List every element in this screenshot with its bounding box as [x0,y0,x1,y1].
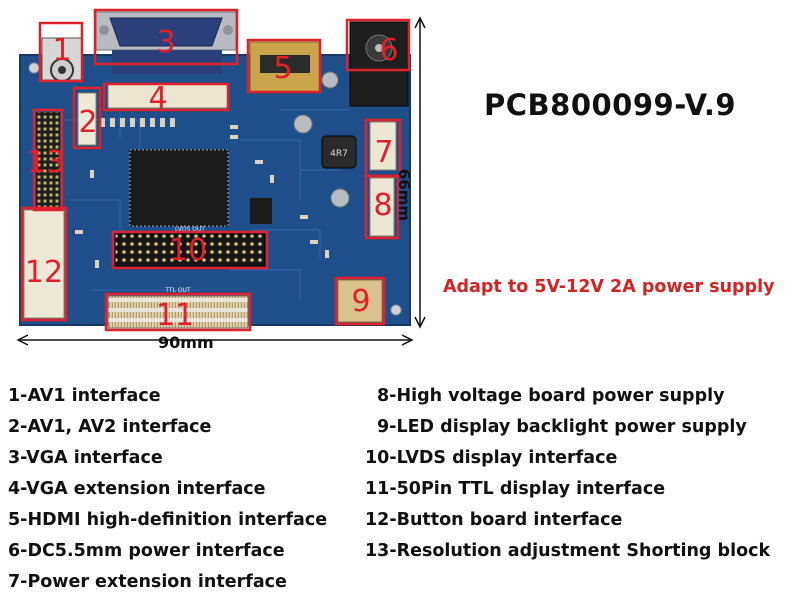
av-header [77,92,97,146]
capacitors [293,71,350,208]
callout-box-9 [334,276,386,326]
pcb-board: 4R7 LVDS OUT TTL OUT [16,8,426,346]
callout-box-4 [102,82,230,112]
legend-item-8: 8-High voltage board power supply [377,386,725,406]
lvds-silkscreen: LVDS OUT [175,226,205,233]
regulator-chip [250,198,272,224]
legend-item-3: 3-VGA interface [8,448,163,468]
legend-item-5: 5-HDMI high-definition interface [8,510,328,530]
width-dimension-label: 90mm [158,333,214,352]
inductor: 4R7 [321,135,357,169]
callout-box-3 [93,8,239,66]
power-supply-note: Adapt to 5V-12V 2A power supply [443,277,775,297]
callout-number-4: 4 [148,81,167,116]
callout-number-12: 12 [25,255,63,290]
callout-number-13: 13 [27,145,65,180]
inductor-label: 4R7 [330,149,348,159]
callout-box-6 [345,18,411,72]
shorting-block-pins [36,112,60,208]
callout-number-5: 5 [273,51,292,86]
callout-box-11 [104,292,252,332]
height-dimension-label: 66mm [395,168,414,222]
legend-item-7: 7-Power extension interface [8,572,287,592]
callout-number-6: 6 [379,33,398,68]
legend-item-9: 9-LED display backlight power supply [377,417,747,437]
callout-box-5 [246,38,322,94]
callout-number-1: 1 [52,33,71,68]
callout-number-9: 9 [351,284,370,319]
callout-boxes [20,8,411,332]
legend-item-10: 10-LVDS display interface [365,448,618,468]
ttl-silkscreen: TTL OUT [164,287,191,294]
legend-item-6: 6-DC5.5mm power interface [8,541,285,561]
callout-box-2 [72,86,102,150]
legend-right: 8-High voltage board power supply 9-LED … [365,386,795,576]
ttl-ffc-connector: TTL OUT [107,287,249,329]
legend-item-4: 4-VGA extension interface [8,479,266,499]
callout-numbers: 1 2 3 4 5 6 7 8 9 10 11 12 13 [25,25,399,333]
pcb-board-figure: 4R7 LVDS OUT TTL OUT [0,0,440,360]
legend-item-11: 11-50Pin TTL display interface [365,479,666,499]
high-voltage-header [369,177,395,237]
lvds-header: LVDS OUT [114,226,266,267]
scaler-chip [129,149,229,227]
height-dimension-line [414,16,426,329]
power-extension-header [369,121,397,171]
backlight-connector [337,279,383,323]
vga-extension-header [107,83,229,109]
callout-number-2: 2 [78,105,97,140]
av1-jack [41,37,83,82]
callout-number-3: 3 [156,25,175,60]
legend-item-2: 2-AV1, AV2 interface [8,417,212,437]
callout-number-8: 8 [373,188,392,223]
callout-box-12 [20,206,68,322]
dc-jack [349,21,409,107]
callout-number-10: 10 [169,233,207,268]
callout-number-11: 11 [156,298,194,333]
legend-left: 1-AV1 interface 2-AV1, AV2 interface 3-V… [8,386,368,606]
smd-components [75,118,329,268]
callout-number-7: 7 [374,135,393,170]
callout-box-10 [111,230,269,270]
callout-box-8 [364,174,400,240]
callout-box-13 [32,108,64,212]
model-title: PCB800099-V.9 [484,88,737,122]
legend-item-13: 13-Resolution adjustment Shorting block [365,541,771,561]
width-dimension-line [16,334,414,346]
callout-box-1 [38,21,84,83]
legend-item-1: 1-AV1 interface [8,386,161,406]
legend-item-12: 12-Button board interface [365,510,623,530]
